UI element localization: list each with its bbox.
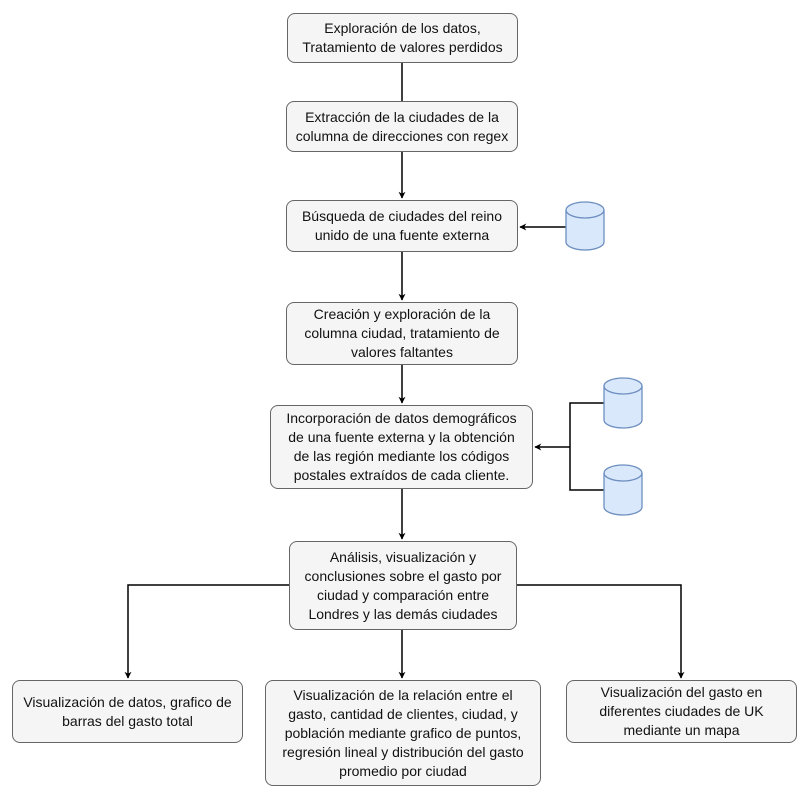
database-cylinder-3 [603, 464, 643, 516]
node-viz-relacion-line-3: población mediante grafico de puntos, [284, 724, 522, 741]
node-viz-relacion: Visualización de la relación entre el ga… [265, 680, 541, 786]
node-extraccion: Extracción de la ciudades de la columna … [286, 101, 518, 152]
database-cylinder-2 [603, 377, 643, 429]
node-viz-relacion-line-2: gasto, cantidad de clientes, ciudad, y [288, 705, 518, 722]
node-incorporacion-line-3: de las región mediante los códigos [293, 448, 510, 464]
node-extraccion-line-1: Extracción de la ciudades de la [305, 108, 499, 125]
node-analisis-line-2: conclusiones sobre el gasto por [304, 567, 502, 584]
node-incorporacion-line-2: de una fuente externa y la obtención [288, 429, 515, 445]
node-viz-mapa: Visualización del gasto en diferentes ci… [566, 680, 797, 743]
node-analisis-line-3: ciudad y comparación entre [317, 586, 489, 603]
edge-db3-incorporacion [569, 447, 604, 491]
node-viz-mapa-line-1: Visualización del gasto en [600, 684, 763, 700]
node-busqueda: Búsqueda de ciudades del reino unido de … [286, 200, 518, 252]
node-extraccion-line-2: columna de direcciones con regex [295, 127, 509, 144]
node-viz-barras-line-1: Visualización de datos, grafico de [23, 693, 232, 710]
edge-db2-incorporacion [569, 402, 604, 447]
node-exploracion-line-1: Exploración de los datos, [324, 20, 481, 36]
database-cylinder-1 [565, 201, 605, 251]
node-busqueda-line-1: Búsqueda de ciudades del reino [301, 208, 503, 224]
node-creacion-line-2: columna ciudad, tratamiento de [304, 325, 500, 341]
node-incorporacion-line-4: postales extraídos de cada cliente. [293, 467, 510, 483]
edge-analisis-viz-barras [124, 584, 289, 679]
node-analisis-line-4: Londres y las demás ciudades [308, 605, 498, 622]
node-busqueda-line-2: unido de una fuente externa [314, 227, 490, 243]
node-viz-relacion-line-5: promedio por ciudad [339, 762, 467, 779]
node-viz-mapa-line-2: diferentes ciudades de UK [599, 703, 764, 719]
node-exploracion: Exploración de los datos, Tratamiento de… [287, 13, 518, 63]
node-creacion-line-1: Creación y exploración de la [313, 306, 491, 322]
node-viz-barras: Visualización de datos, grafico de barra… [12, 680, 243, 743]
node-incorporacion-line-1: Incorporación de datos demográficos [286, 410, 517, 426]
node-viz-barras-line-2: barras del gasto total [62, 712, 193, 729]
edges [124, 63, 685, 679]
node-analisis: Análisis, visualización y conclusiones s… [289, 541, 517, 630]
node-viz-relacion-line-1: Visualización de la relación entre el [293, 686, 513, 703]
node-creacion: Creación y exploración de la columna ciu… [286, 302, 518, 365]
node-analisis-line-1: Análisis, visualización y [329, 548, 477, 565]
node-viz-relacion-line-4: regresión lineal y distribución del gast… [282, 743, 524, 760]
edge-analisis-viz-mapa [517, 584, 685, 679]
node-creacion-line-3: valores faltantes [351, 344, 453, 360]
node-viz-mapa-line-3: mediante un mapa [623, 722, 740, 738]
node-exploracion-line-2: Tratamiento de valores perdidos [302, 39, 503, 55]
node-incorporacion: Incorporación de datos demográficos de u… [270, 405, 533, 489]
